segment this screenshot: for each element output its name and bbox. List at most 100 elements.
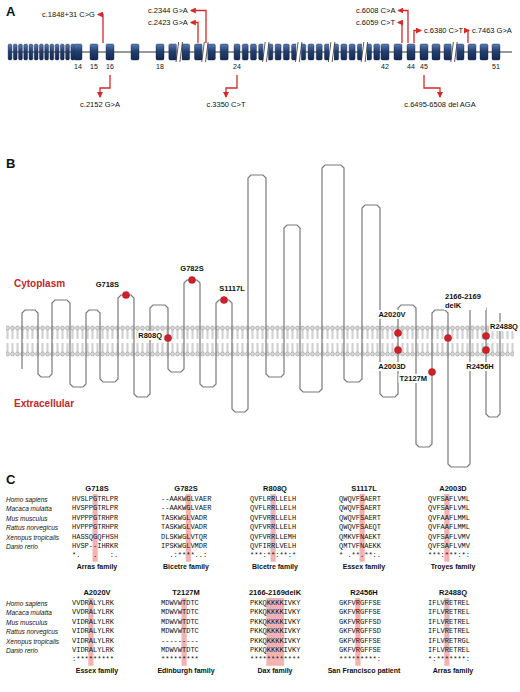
- panel-letter: A: [6, 4, 15, 20]
- consensus-row: *:*******:: [428, 656, 470, 663]
- sequence-row: --AAKWGLVAER: [161, 496, 211, 503]
- mutation-label: c.6495-6508 del AGA: [404, 100, 475, 109]
- sequence-row: IFLVRETREL: [428, 628, 470, 635]
- exon-box: [40, 44, 44, 60]
- species-name: Mus musculus: [6, 619, 48, 627]
- sequence-row: IFLVRETREL: [428, 647, 470, 654]
- sequence-row: MDWVWTDTC: [161, 609, 199, 616]
- protein-chain: [22, 165, 500, 467]
- exon-box: [220, 44, 228, 60]
- exon-box: [283, 44, 289, 60]
- mutation-label: c.6008 C>A: [356, 6, 395, 15]
- exon-box: [131, 44, 139, 60]
- sequence-row: MDWVWTDTC: [161, 647, 199, 654]
- exon-box: [275, 44, 281, 60]
- exon-number: 44: [407, 63, 415, 71]
- sequence-row: DLSKWGLVTQR: [161, 534, 207, 541]
- exon-box: [250, 44, 256, 60]
- exon-box: [34, 44, 38, 60]
- exon-box: [13, 44, 17, 60]
- exon-box: [90, 44, 98, 60]
- exon-number: 16: [106, 63, 114, 71]
- exon-box: [407, 44, 415, 60]
- mutation-header: T2127M: [172, 588, 200, 597]
- mutation-arrow: [398, 23, 402, 44]
- exon-box: [195, 44, 203, 60]
- sequence-row: QVFVRRLLEMH: [250, 534, 296, 541]
- mutation-arrows: [98, 11, 469, 98]
- sequence-row: GKFVRGFFSE: [339, 647, 381, 654]
- mutation-label: G782S: [179, 264, 204, 273]
- exon-box: [349, 44, 355, 60]
- sequence-row: TASKWGLVADR: [161, 515, 207, 522]
- family-label: Bicetre family: [252, 563, 298, 571]
- exon-box: [242, 44, 248, 60]
- sequence-row: TASKWGLVADR: [161, 524, 207, 531]
- mutation-arrow: [424, 75, 440, 97]
- species-name: Rattus norvegicus: [6, 628, 58, 636]
- family-label: Essex family: [76, 667, 118, 675]
- sequence-row: QMTVFNAEKK: [339, 543, 381, 550]
- species-name: Homo sapiens: [6, 600, 48, 608]
- species-name: Danio rerio: [6, 647, 38, 655]
- family-label: San Francisco patient: [328, 667, 401, 675]
- sequence-row: HVPPPGTRHPR: [72, 515, 118, 522]
- axis-break: [202, 41, 208, 63]
- consensus-row: *. . :.: [72, 552, 118, 559]
- mutation-dot: [444, 334, 451, 341]
- exon-track: [8, 41, 500, 63]
- sequence-row: VIDRALYLRK: [72, 619, 114, 626]
- mutation-dots: [122, 276, 489, 375]
- mutation-header: R808Q: [263, 484, 287, 493]
- exon-box: [444, 44, 452, 60]
- exon-number: 18: [156, 63, 164, 71]
- mutation-arrow: [226, 75, 237, 97]
- sequence-row: IFLVRETRGL: [428, 638, 470, 645]
- sequence-row: VVDRALYLRK: [72, 600, 114, 607]
- species-name: Mus musculus: [6, 515, 48, 523]
- mutation-dot: [394, 329, 401, 336]
- species-name: Xenopus tropicalis: [6, 534, 59, 542]
- mutation-label: c.3350 C>T: [207, 100, 246, 109]
- mutation-dot: [428, 368, 435, 375]
- family-label: Edinburgh family: [157, 667, 214, 675]
- mutation-label: A2003D: [377, 362, 407, 371]
- mutation-arrow: [191, 23, 198, 44]
- exon-box: [29, 44, 33, 60]
- axis-break: [176, 41, 182, 63]
- mutation-label: c.1848+31 C>G: [42, 10, 95, 19]
- sequence-row: HVSP--IHRKR: [72, 543, 118, 550]
- exon-box: [374, 44, 380, 60]
- mutation-header: R2456H: [350, 588, 378, 597]
- axis-break: [328, 41, 334, 63]
- sequence-row: QMKVFNAEKT: [339, 534, 381, 541]
- species-name: Macaca mulatta: [6, 505, 52, 513]
- consensus-row: *********: [161, 656, 199, 663]
- sequence-row: GKFVRGFFSE: [339, 609, 381, 616]
- mutation-arrow: [100, 75, 110, 97]
- sequence-row: IFLVRETREL: [428, 600, 470, 607]
- mutation-dot: [188, 276, 195, 283]
- mutation-label: R808Q: [137, 331, 163, 340]
- sequence-row: QVFSAFLVMV: [428, 543, 470, 550]
- mutation-label: G718S: [95, 280, 120, 289]
- sequence-row: MDWVWTDTC: [161, 619, 199, 626]
- sequence-row: MDWVWTDTC: [161, 600, 199, 607]
- sequence-row: GKFVRGFFSD: [339, 619, 381, 626]
- exon-number: 24: [233, 63, 241, 71]
- sequence-row: PKKQKKKKIVKY: [250, 619, 300, 626]
- exon-box: [106, 44, 114, 60]
- species-name: Xenopus tropicalis: [6, 638, 59, 646]
- mutation-arrow: [468, 31, 469, 44]
- exon-number: 45: [420, 63, 428, 71]
- exon-box: [207, 44, 215, 60]
- sequence-row: QVFLRRLLELH: [250, 505, 296, 512]
- mutation-label: S1117L: [218, 284, 245, 293]
- mutation-label: T2127M: [398, 374, 428, 383]
- exon-box: [234, 44, 240, 60]
- sequence-row: ---------: [161, 638, 199, 645]
- axis-break: [361, 41, 367, 63]
- compartment-label: Cytoplasm: [14, 278, 65, 290]
- mutation-dot: [482, 332, 489, 339]
